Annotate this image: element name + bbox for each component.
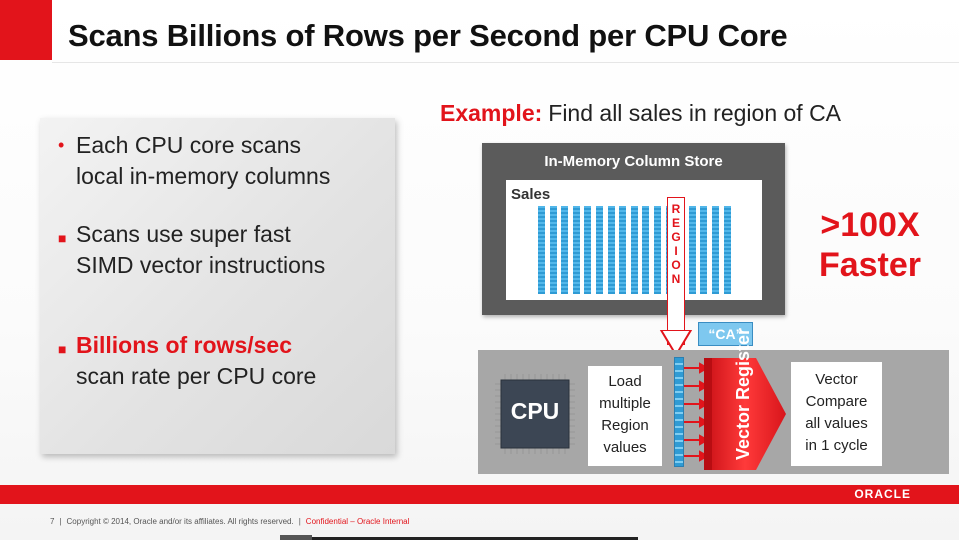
bullet-panel: • Each CPU core scans local in-memory co… — [40, 118, 395, 454]
sales-column — [700, 206, 708, 294]
ca-value-box: “CA” — [698, 322, 753, 346]
region-letter: O — [671, 258, 681, 272]
bullet-2-line-1: Scans use super fast — [76, 221, 291, 247]
compare-line: Vector — [815, 371, 858, 388]
sales-column — [654, 206, 661, 294]
copyright-text: Copyright © 2014, Oracle and/or its affi… — [66, 517, 294, 526]
example-text: Find all sales in region of CA — [548, 100, 842, 126]
example-label: Example: — [440, 100, 543, 126]
speedup-word: Faster — [818, 246, 922, 284]
region-letter: N — [671, 272, 681, 286]
compare-line: in 1 cycle — [805, 437, 868, 454]
sales-column — [607, 206, 615, 294]
sales-label: Sales — [511, 186, 551, 203]
oracle-logo: ORACLE — [854, 487, 911, 501]
bullet-dot: • — [58, 135, 65, 155]
footer-bar — [0, 485, 959, 504]
sales-column — [572, 206, 580, 294]
bullet-2-line-2: SIMD vector instructions — [76, 252, 326, 278]
sales-column — [642, 206, 650, 294]
vector-compare-box: Vector Compare all values in 1 cycle — [791, 362, 882, 466]
sales-column — [712, 206, 719, 294]
load-values-box: Load multiple Region values — [588, 366, 662, 466]
bullet-1-line-1: Each CPU core scans — [76, 132, 301, 158]
region-column: R E G I O N — [667, 197, 685, 345]
load-line: Region — [601, 417, 649, 434]
bullet-square: ■ — [58, 230, 67, 246]
column-store-panel: In-Memory Column Store Sales — [482, 143, 785, 315]
column-store-title: In-Memory Column Store — [544, 153, 723, 170]
speedup-factor: >100X — [820, 206, 920, 244]
player-progress-track — [312, 537, 638, 540]
vector-register-label: Vector Register — [733, 327, 753, 460]
title-accent-tab — [0, 0, 52, 60]
region-letter: G — [671, 230, 681, 244]
sales-table: Sales — [506, 180, 762, 300]
sales-column — [630, 206, 638, 294]
slide-title: Scans Billions of Rows per Second per CP… — [68, 18, 788, 53]
bullet-3-line-2: scan rate per CPU core — [76, 363, 317, 389]
compare-line: Compare — [805, 393, 868, 410]
vector-register-arrow-icon — [704, 358, 786, 470]
compare-line: all values — [805, 415, 868, 432]
page-number: 7 — [50, 517, 55, 526]
load-line: multiple — [599, 395, 651, 412]
footer-separator: | — [298, 517, 301, 526]
title-divider — [52, 62, 959, 63]
sales-column — [584, 206, 592, 294]
sales-column — [619, 206, 627, 294]
bullet-3-highlight: Billions of rows/sec — [76, 332, 292, 358]
speedup-callout: >100X Faster — [800, 205, 940, 285]
sales-column — [549, 206, 557, 294]
load-line: Load — [608, 373, 642, 390]
sales-column — [561, 206, 569, 294]
bullet-square: ■ — [58, 341, 67, 357]
down-arrow-icon — [659, 330, 693, 356]
load-line: values — [603, 439, 647, 456]
vector-values-strip — [674, 357, 684, 467]
right-arrows-icon — [684, 362, 708, 462]
footer-legal: 7 | Copyright © 2014, Oracle and/or its af… — [50, 517, 409, 526]
bullet-1-line-2: local in-memory columns — [76, 163, 331, 189]
cpu-label: CPU — [510, 398, 560, 424]
bullet-3: ■ Billions of rows/sec scan rate per CPU… — [58, 330, 388, 392]
bullet-1: • Each CPU core scans local in-memory co… — [58, 130, 388, 192]
cpu-chip-icon — [495, 374, 575, 454]
footer-separator: | — [59, 517, 62, 526]
region-letter: E — [671, 216, 680, 230]
sales-column — [538, 206, 545, 294]
sales-column — [688, 206, 696, 294]
example-caption: Example:Find all sales in region of CA — [440, 100, 841, 127]
player-progress-thumb — [280, 535, 312, 540]
region-letter: R — [671, 202, 681, 216]
sales-column — [723, 206, 731, 294]
bullet-2: ■ Scans use super fast SIMD vector instr… — [58, 219, 388, 281]
confidential-label: Confidential – Oracle Internal — [305, 517, 410, 526]
region-letter: I — [674, 244, 678, 258]
sales-column — [596, 206, 603, 294]
